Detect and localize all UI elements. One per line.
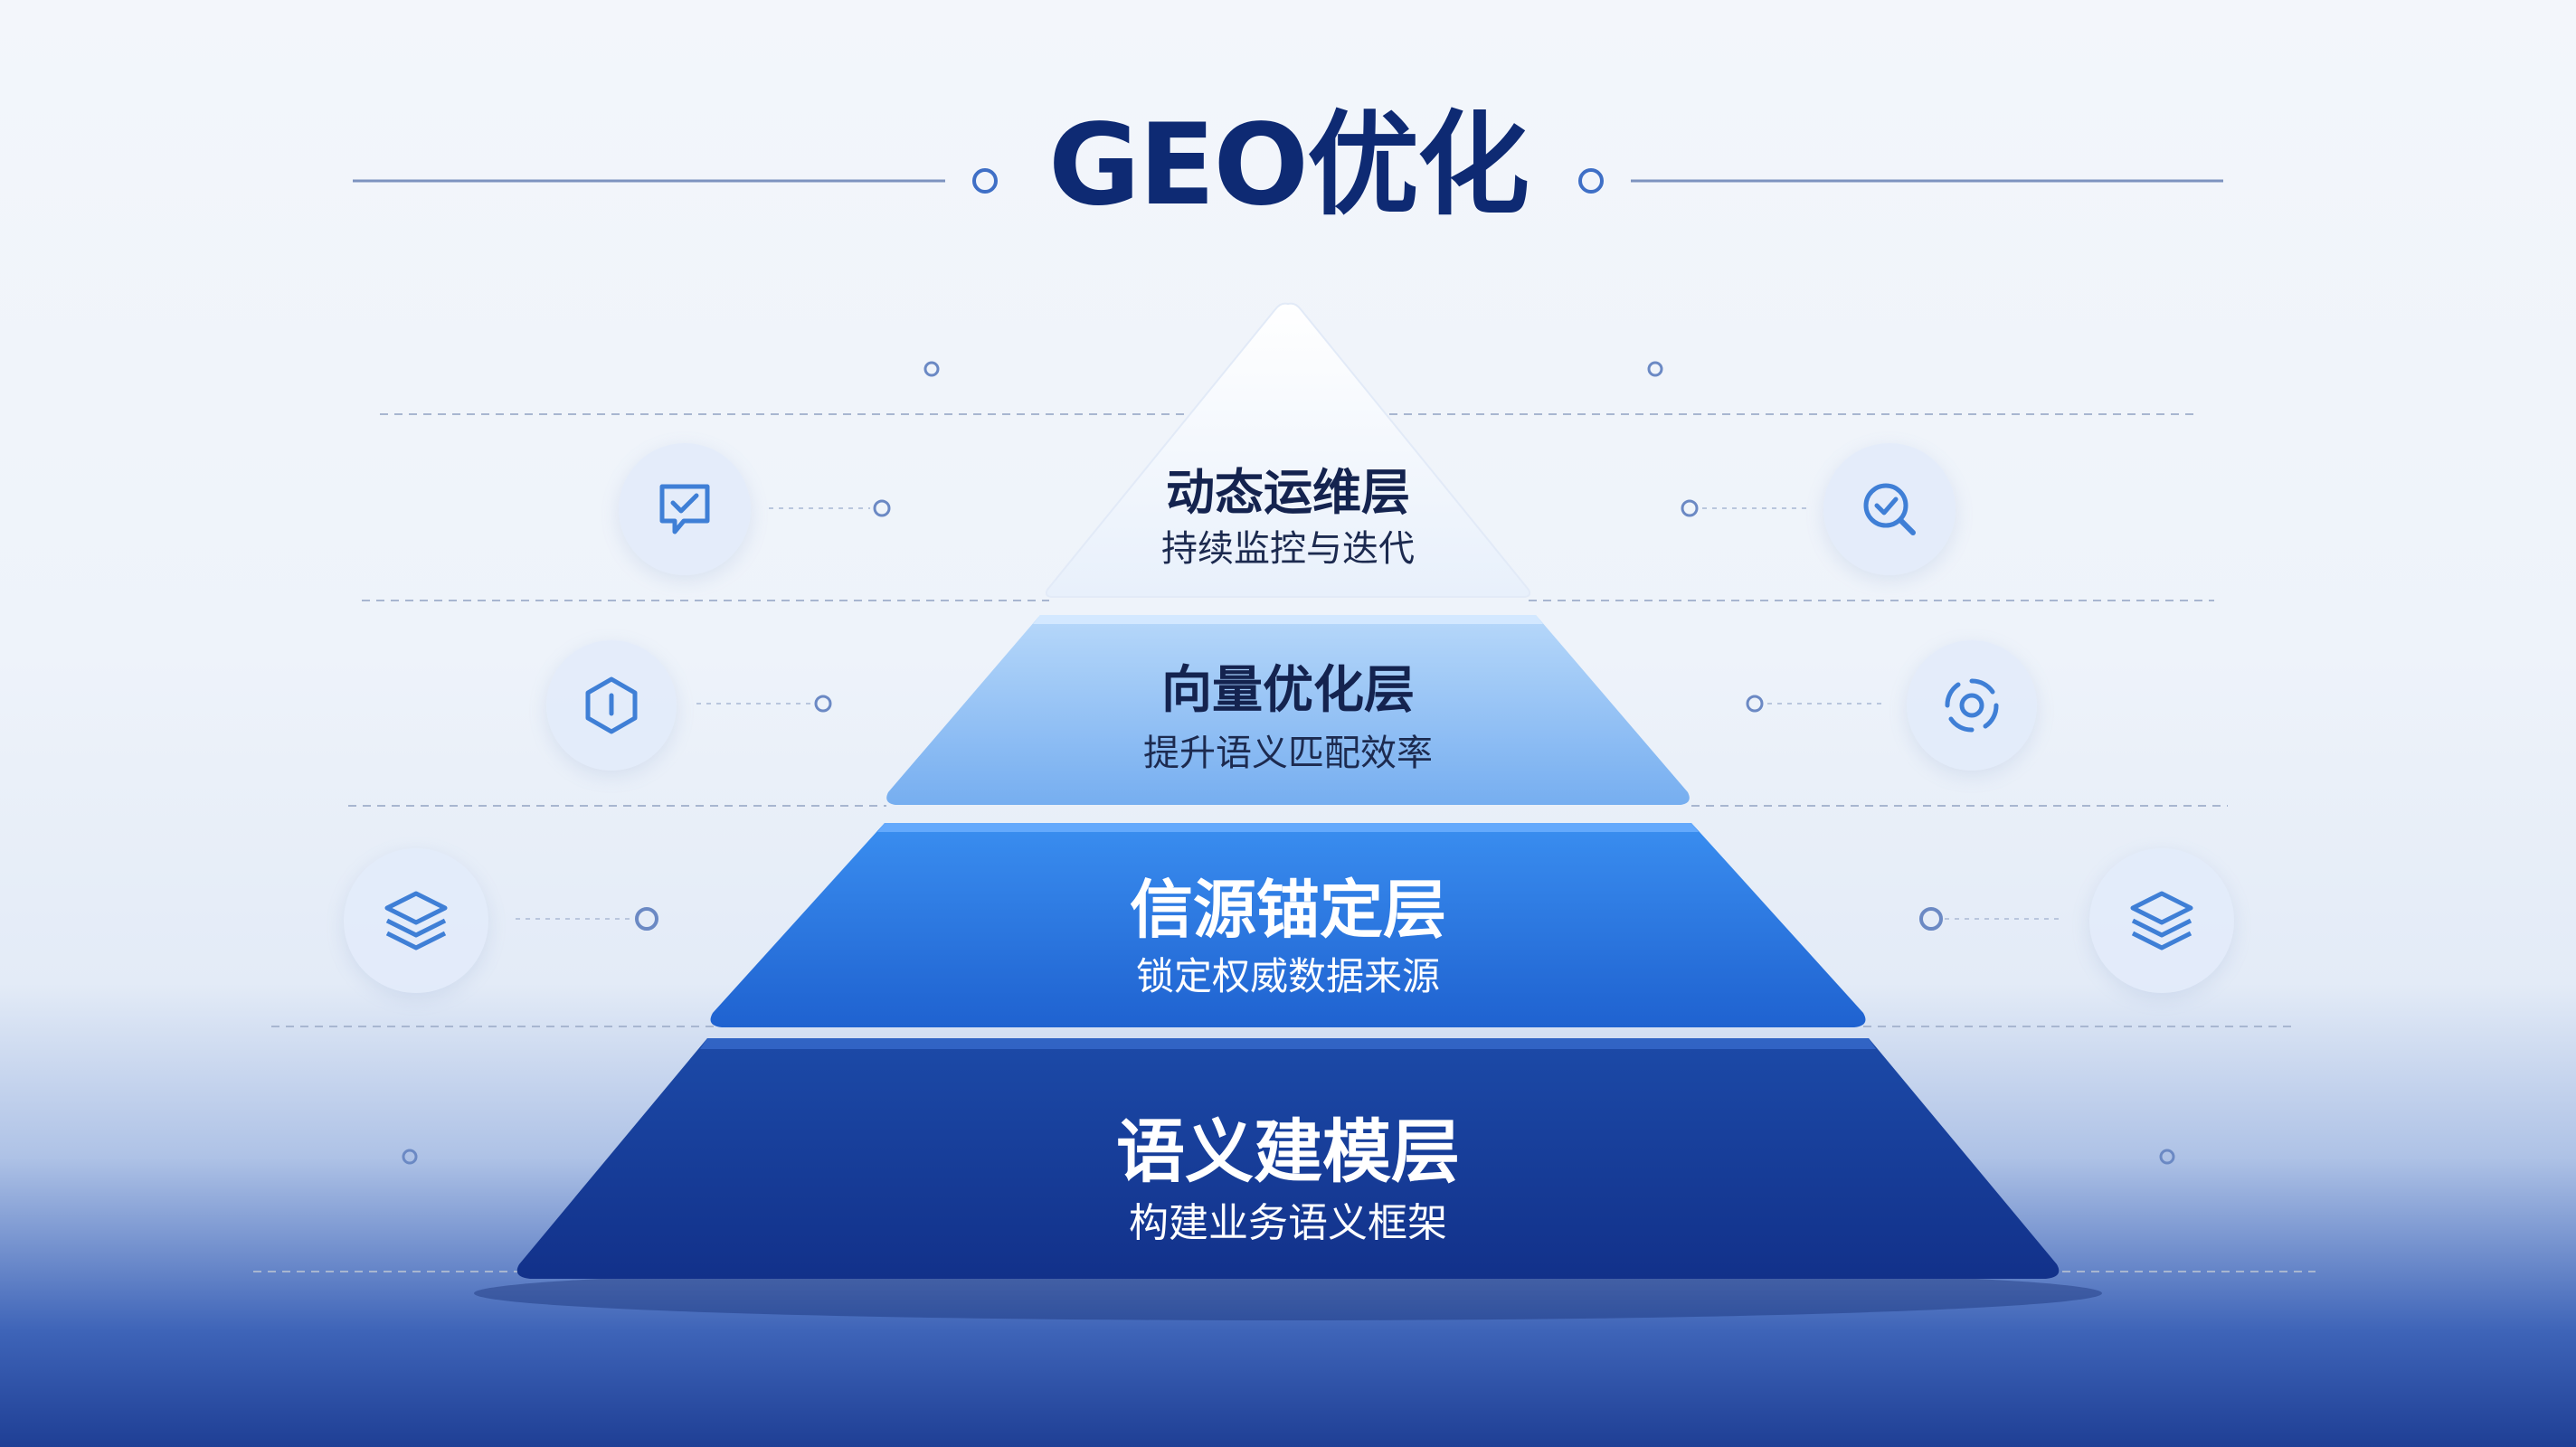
search-check-icon-badge bbox=[1823, 443, 1956, 575]
layer-3-subtitle: 锁定权威数据来源 bbox=[1135, 954, 1440, 998]
layer-4-subtitle: 构建业务语义框架 bbox=[1129, 1200, 1447, 1246]
connector-dot bbox=[402, 1149, 418, 1165]
connector-dot bbox=[635, 907, 658, 931]
layer-2-top-edge bbox=[1033, 615, 1543, 624]
pyramid-shadow bbox=[474, 1266, 2102, 1320]
connector-dot bbox=[873, 499, 891, 517]
layer-3-title: 信源锚定层 bbox=[1130, 873, 1446, 947]
search-check-icon bbox=[1863, 483, 1916, 535]
connector-dot bbox=[1919, 907, 1943, 931]
title-dot-right bbox=[1578, 168, 1604, 194]
hexagon-alert-icon bbox=[585, 676, 638, 734]
chat-check-icon bbox=[659, 484, 710, 534]
layer-3-top-edge bbox=[877, 823, 1699, 832]
connector-dot bbox=[814, 695, 832, 713]
layers-icon-left-badge bbox=[344, 848, 488, 993]
layer-4-title: 语义建模层 bbox=[1116, 1111, 1460, 1192]
target-icon bbox=[1945, 678, 1999, 733]
hexagon-alert-icon-badge bbox=[546, 640, 677, 771]
layer-1-shape bbox=[1045, 302, 1531, 598]
chat-check-icon-badge bbox=[619, 443, 751, 575]
title-dot-left bbox=[972, 168, 998, 194]
layers-icon bbox=[2130, 891, 2193, 950]
connector-dot bbox=[1746, 695, 1764, 713]
layer-4-shape bbox=[516, 1038, 2060, 1279]
target-icon-badge bbox=[1907, 640, 2037, 771]
connector-dot bbox=[2159, 1149, 2175, 1165]
layers-icon bbox=[384, 891, 448, 950]
layer-1-subtitle: 持续监控与迭代 bbox=[1161, 528, 1415, 570]
connector-dot bbox=[1681, 499, 1699, 517]
layers-icon-right-badge bbox=[2089, 848, 2234, 993]
layer-4-top-edge bbox=[700, 1038, 1876, 1049]
connector-dot bbox=[1647, 361, 1663, 377]
layer-3-shape bbox=[710, 823, 1866, 1027]
connector-dot bbox=[923, 361, 940, 377]
layer-1-title: 动态运维层 bbox=[1166, 464, 1410, 521]
layer-2-subtitle: 提升语义匹配效率 bbox=[1143, 733, 1433, 774]
layer-2-shape bbox=[886, 615, 1690, 805]
layer-2-title: 向量优化层 bbox=[1161, 661, 1415, 720]
page-title: GEO优化 bbox=[1048, 100, 1530, 231]
